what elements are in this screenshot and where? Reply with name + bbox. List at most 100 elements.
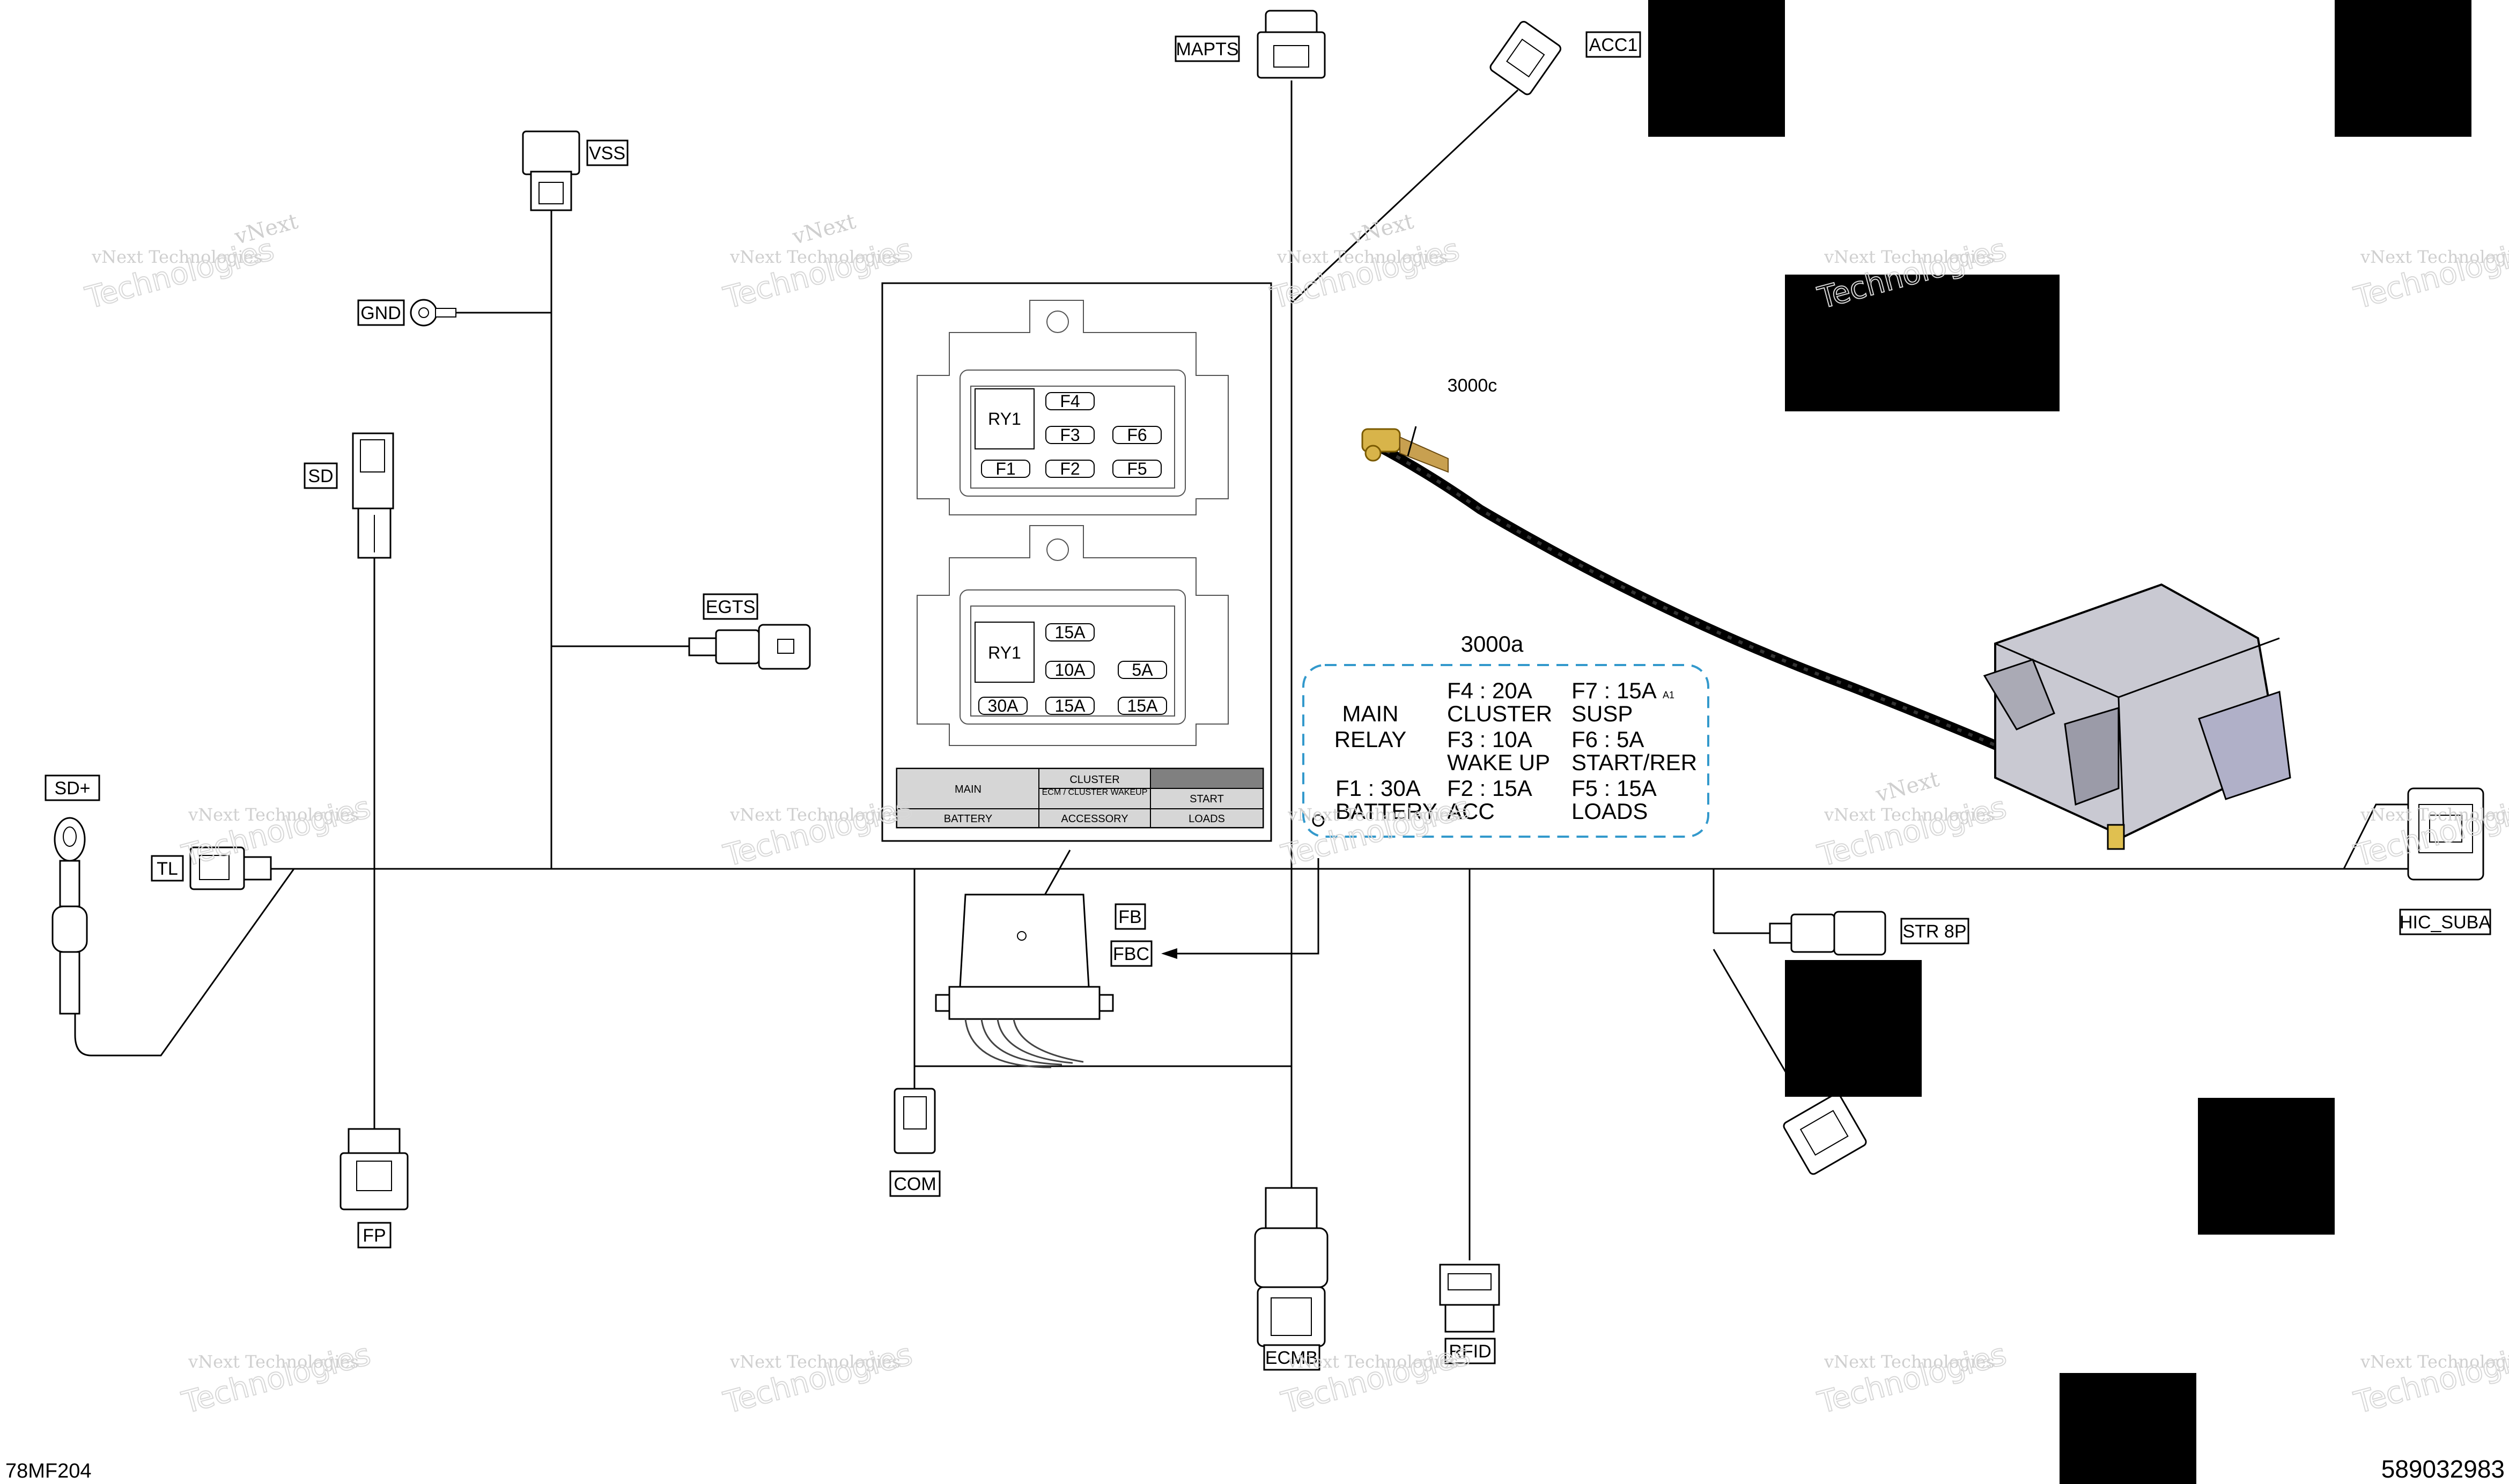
part-3000a-label: 3000a (1461, 631, 1524, 656)
sd-tag-box (304, 462, 338, 489)
footer-right-code: 589032983 (2381, 1455, 2505, 1483)
svg-text:F5 : 15A: F5 : 15A (1571, 776, 1657, 801)
relay-ry1-bottom-label: RY1 (988, 643, 1021, 662)
svg-text:vNext Technologies: vNext Technologies (729, 247, 901, 267)
relay-ry1-bottom (975, 622, 1035, 683)
fuse-top-f5: F5 (1112, 459, 1162, 478)
ecmb-label: ECMB (1265, 1348, 1318, 1368)
svg-text:15A: 15A (1127, 696, 1158, 715)
fb-tag-box (1115, 903, 1146, 930)
svg-text:ACC: ACC (1447, 799, 1495, 824)
fuse-top-f3: F3 (1045, 425, 1095, 445)
svg-text:F6: F6 (1127, 425, 1147, 445)
svg-text:vNext: vNext (1347, 209, 1416, 250)
hic-suba-label: HIC_SUBA (2400, 912, 2491, 933)
ecmb-tag-box (1263, 1344, 1320, 1371)
vss-label: VSS (589, 143, 625, 164)
svg-text:F4: F4 (1060, 392, 1080, 411)
svg-text:F3: F3 (1060, 425, 1080, 445)
svg-text:vNext Technologies: vNext Technologies (188, 1352, 359, 1372)
fp-tag-box (357, 1222, 392, 1249)
relay-ry1-top-label: RY1 (988, 409, 1021, 429)
egts-tag-box (703, 593, 758, 620)
part-3000c-label: 3000c (1448, 375, 1497, 396)
fb-fuse-box-body (935, 894, 1114, 1068)
fbc-arrowhead (1161, 948, 1177, 959)
tl-connector (189, 846, 272, 890)
rfid-connector (1439, 1264, 1500, 1333)
fuse-bottom-15a-1: 15A (1045, 623, 1095, 642)
svg-text:Technologies: Technologies (1814, 790, 2010, 874)
fuse-top-f4: F4 (1045, 392, 1095, 411)
tl-tag-box (151, 855, 184, 882)
svg-text:F2 : 15A: F2 : 15A (1447, 776, 1532, 801)
svg-text:30A: 30A (988, 696, 1019, 715)
svg-text:F1: F1 (995, 459, 1015, 478)
egts-label: EGTS (706, 597, 756, 617)
fuse-bottom-10a: 10A (1045, 660, 1095, 680)
str8p-label: STR 8P (1902, 921, 1966, 942)
inset-3000a-frame (1302, 664, 1709, 838)
hic-suba-tag-box (2399, 909, 2491, 935)
svg-text:vNext Technologies: vNext Technologies (2360, 1352, 2509, 1372)
svg-text:F1 : 30A: F1 : 30A (1335, 776, 1421, 801)
legend-accessory: ACCESSORY (1061, 813, 1128, 825)
str-branch-connector (1783, 1093, 1867, 1175)
svg-text:vNext: vNext (1873, 767, 1942, 808)
fuse-box-drawing: RY1 F4 F3 F6 F1 F2 F5 RY1 15A 10A 5A 30A… (881, 282, 1272, 842)
legend-battery: BATTERY (944, 813, 992, 825)
svg-text:vNext: vNext (789, 209, 859, 250)
sd-plus-tag-box (45, 774, 100, 801)
gnd-label: GND (360, 303, 401, 323)
svg-text:F3 : 10A: F3 : 10A (1447, 727, 1532, 752)
svg-text:BATTERY: BATTERY (1335, 799, 1437, 824)
svg-text:Technologies: Technologies (720, 1337, 916, 1421)
svg-text:vNext Technologies: vNext Technologies (729, 1352, 901, 1372)
svg-text:15A: 15A (1055, 696, 1086, 715)
str8p-tag-box (1900, 918, 1969, 944)
legend-start: START (1190, 793, 1224, 805)
svg-text:START/RER: START/RER (1571, 750, 1697, 775)
svg-text:Technologies: Technologies (178, 790, 374, 874)
com-tag-box (889, 1170, 941, 1197)
fuse-bottom-5a: 5A (1118, 660, 1167, 680)
legend-cluster: CLUSTER (1069, 774, 1119, 786)
com-connector (894, 1088, 936, 1154)
fuse-bottom-30a: 30A (978, 696, 1028, 715)
inset-connection-dot (1312, 814, 1325, 827)
acc1-tag-box (1585, 31, 1641, 58)
3000c-harness-part (1361, 426, 2291, 850)
wires (74, 80, 2427, 1260)
gnd-ring-terminal (410, 299, 456, 327)
fp-connector (340, 1128, 409, 1210)
ecmb-connector (1254, 1187, 1329, 1347)
svg-text:F2: F2 (1060, 459, 1080, 478)
vss-tag-box (586, 139, 629, 166)
legend-ecm-wakeup: ECM / CLUSTER WAKEUP (1042, 788, 1148, 797)
svg-text:vNext Technologies: vNext Technologies (2360, 247, 2509, 267)
fuse-top-f2: F2 (1045, 459, 1095, 478)
fp-label: FP (363, 1225, 386, 1246)
fbc-tag-box (1110, 940, 1153, 967)
svg-text:MAIN: MAIN (1342, 701, 1399, 726)
egts-connector (688, 624, 811, 670)
svg-text:Technologies: Technologies (2350, 232, 2509, 316)
acc1-connector (1489, 20, 1562, 95)
com-label: COM (894, 1174, 936, 1194)
svg-text:15A: 15A (1055, 623, 1086, 642)
svg-text:5A: 5A (1132, 660, 1153, 680)
svg-text:F4 : 20A: F4 : 20A (1447, 678, 1532, 703)
gnd-tag-box (357, 299, 405, 326)
mapts-label: MAPTS (1176, 39, 1238, 60)
fuse-box-lower (917, 525, 1229, 746)
svg-text:F5: F5 (1127, 459, 1147, 478)
fb-label: FB (1118, 907, 1141, 927)
svg-text:LOADS: LOADS (1571, 799, 1648, 824)
svg-text:vNext Technologies: vNext Technologies (188, 804, 359, 825)
svg-text:SUSP: SUSP (1571, 701, 1633, 726)
svg-text:CLUSTER: CLUSTER (1447, 701, 1552, 726)
fuse-top-f1: F1 (981, 459, 1030, 478)
hic-suba-connector (2407, 787, 2484, 881)
svg-text:F7 : 15A: F7 : 15A (1571, 678, 1657, 703)
acc1-label: ACC1 (1589, 35, 1638, 55)
